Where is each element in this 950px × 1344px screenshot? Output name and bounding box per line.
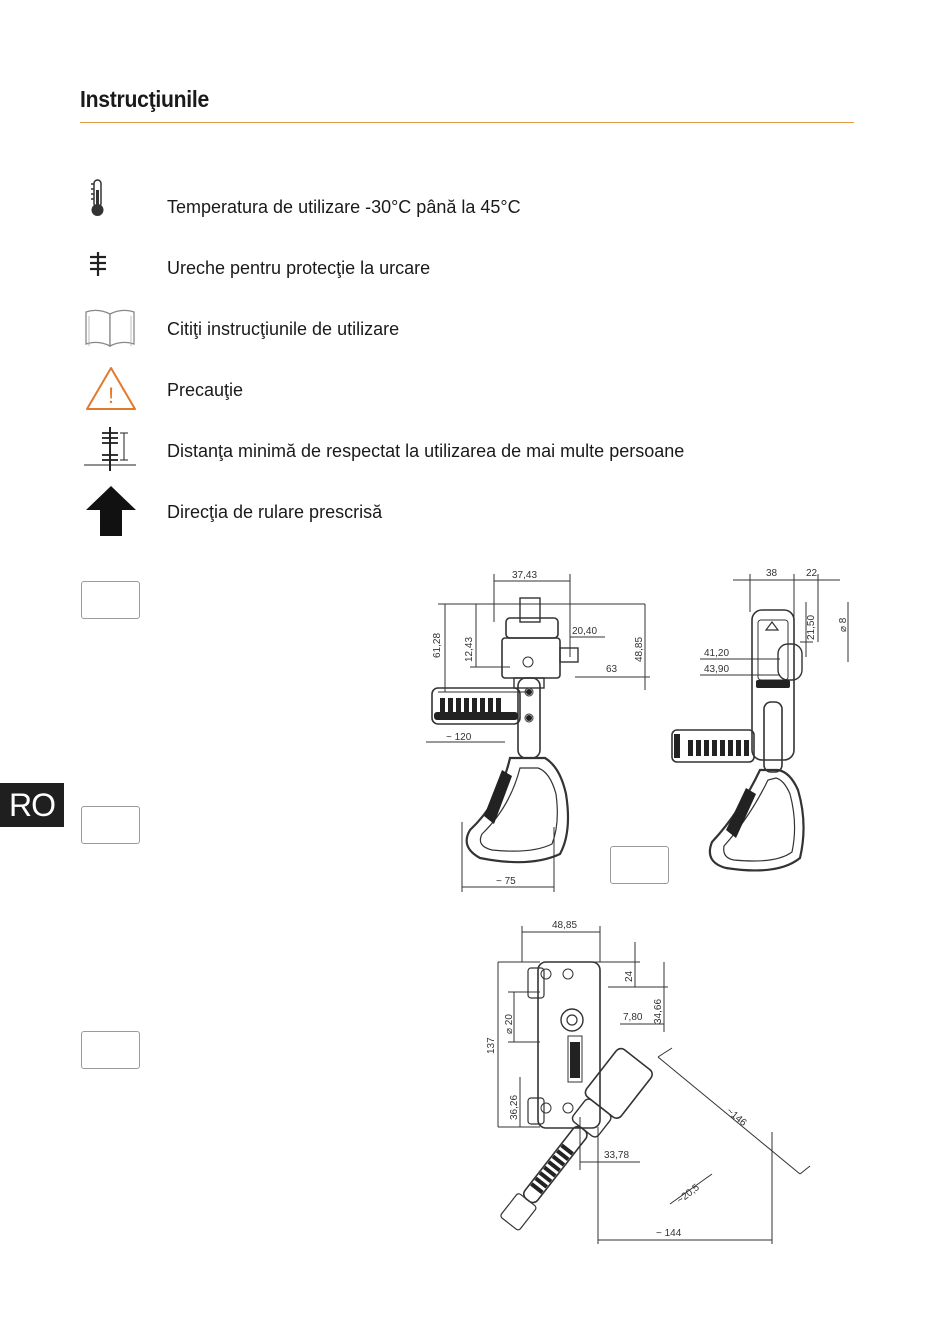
dimension-label: ~ 120 (446, 732, 472, 743)
front-view-drawing: 37,43 20,40 61,28 12,43 48,85 63 ~ 120 ~… (426, 570, 650, 892)
legend-text: Ureche pentru protecţie la urcare (167, 258, 431, 278)
figure-label-box (81, 806, 140, 844)
dimension-label: 21,50 (806, 615, 817, 640)
side-view-drawing: 38 22 21,50 ⌀ 8 41,20 43,90 (671, 568, 849, 872)
minimum-distance-icon (80, 425, 140, 481)
legend-text: Precauţie (167, 380, 244, 400)
svg-text:!: ! (108, 383, 114, 408)
language-tab: RO (0, 783, 64, 827)
legend-item-minimum-distance: Distanţa minimă de respectat la utilizar… (80, 425, 840, 481)
up-arrow-icon (80, 484, 140, 540)
legend-item-direction: Direcţia de rulare prescrisă (80, 484, 840, 540)
warning-triangle-icon: ! (80, 365, 140, 421)
dimension-label: 33,78 (604, 1150, 629, 1161)
dimension-label: 41,20 (704, 648, 729, 659)
dimension-label: 24 (624, 970, 635, 982)
legend-item-read-instructions: Citiţi instrucţiunile de utilizare (80, 306, 840, 362)
open-book-icon (80, 306, 140, 362)
dimension-label: ~20,5 (675, 1182, 702, 1207)
dimension-label: 7,80 (623, 1012, 643, 1023)
legend-item-temperature: Temperatura de utilizare -30°C până la 4… (80, 176, 840, 232)
dimension-label: 12,43 (464, 637, 475, 662)
dimension-label: 20,40 (572, 626, 597, 637)
dimension-label: ⌀ 20 (504, 1014, 515, 1034)
legend-text: Temperatura de utilizare -30°C până la 4… (167, 197, 521, 217)
dimension-label: 36,26 (509, 1095, 520, 1120)
dimension-label: 61,28 (432, 633, 443, 658)
dimension-label: 48,85 (552, 920, 577, 931)
legend-text: Citiţi instrucţiunile de utilizare (167, 319, 400, 339)
top-view-drawing: 48,85 24 34,66 7,80 ⌀ 20 137 36,26 33,78… (486, 920, 811, 1244)
dimension-label: 34,66 (653, 999, 664, 1024)
dimension-label: ~146 (724, 1106, 749, 1129)
dimension-label: 38 (766, 568, 778, 579)
legend-text: Direcţia de rulare prescrisă (167, 502, 383, 522)
figure-label-box (81, 1031, 140, 1069)
page-title: Instrucţiunile (80, 86, 209, 112)
legend-item-climbing-ear: Ureche pentru protecţie la urcare (80, 250, 840, 306)
dimension-label: ⌀ 8 (838, 617, 849, 632)
legend-item-caution: ! Precauţie (80, 365, 840, 421)
dimension-label: ~ 144 (656, 1228, 682, 1239)
thermometer-icon (80, 176, 140, 232)
dimension-label: 137 (486, 1037, 497, 1054)
title-divider (80, 122, 854, 123)
dimension-label: ~ 75 (496, 876, 516, 887)
dimension-label: 22 (806, 568, 818, 579)
climbing-ear-icon (80, 250, 140, 306)
dimension-label: 48,85 (634, 637, 645, 662)
dimension-label: 63 (606, 664, 618, 675)
figure-label-box (610, 846, 669, 884)
legend-text: Distanţa minimă de respectat la utilizar… (167, 441, 685, 461)
dimension-label: 43,90 (704, 664, 729, 675)
dimension-label: 37,43 (512, 570, 537, 581)
figure-label-box (81, 581, 140, 619)
